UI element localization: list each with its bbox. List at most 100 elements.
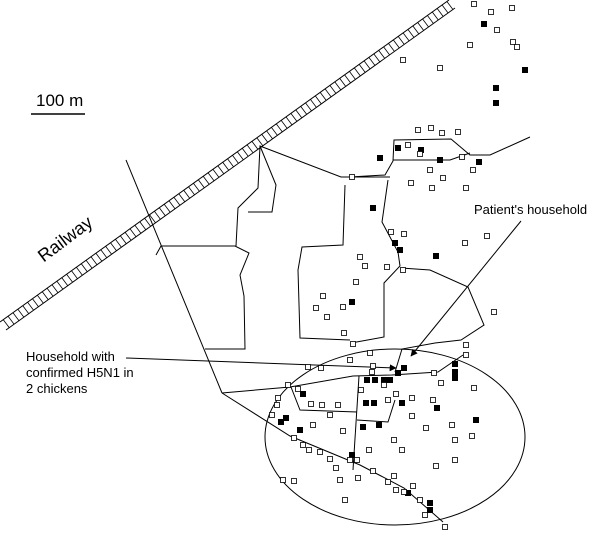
- field-line-1: [235, 145, 390, 247]
- household-marker-filled: [452, 375, 458, 381]
- household-marker-open: [452, 457, 458, 463]
- household-marker-open: [391, 473, 397, 479]
- household-marker-open: [440, 175, 446, 181]
- household-marker-filled: [349, 452, 355, 458]
- road-main-south: [221, 354, 464, 394]
- household-marker-filled: [418, 147, 424, 153]
- household-marker-open: [342, 497, 348, 503]
- household-marker-open: [306, 447, 312, 453]
- household-marker-open: [366, 447, 372, 453]
- household-marker-open: [353, 279, 359, 285]
- west-boundary: [155, 245, 250, 350]
- road-n2: [393, 152, 471, 161]
- household-marker-open: [320, 293, 326, 299]
- household-marker-open: [337, 477, 343, 483]
- household-marker-open: [433, 463, 439, 469]
- household-marker-open: [452, 437, 458, 443]
- household-marker-open: [415, 127, 421, 133]
- household-marker-filled: [452, 361, 458, 367]
- household-marker-filled: [387, 377, 393, 383]
- household-marker-open: [381, 382, 387, 388]
- household-marker-open: [393, 391, 399, 397]
- household-marker-open: [327, 412, 333, 418]
- household-marker-open: [459, 154, 465, 160]
- household-marker-open: [417, 497, 423, 503]
- household-marker-filled: [522, 67, 528, 73]
- road-link-2: [356, 399, 396, 423]
- household-marker-open: [362, 263, 368, 269]
- household-marker-open: [370, 363, 376, 369]
- household-marker-open: [340, 428, 346, 434]
- railway-track: [0, 0, 456, 331]
- household-marker-open: [455, 129, 461, 135]
- h5n1-household-arrow: [125, 357, 397, 372]
- household-marker-filled: [481, 21, 487, 27]
- household-marker-filled: [437, 157, 443, 163]
- household-marker-open: [367, 350, 373, 356]
- household-marker-open: [313, 305, 319, 311]
- household-marker-open: [409, 413, 415, 419]
- household-marker-filled: [493, 85, 499, 91]
- outbreak-zone-circle: [264, 348, 526, 526]
- household-marker-open: [357, 254, 363, 260]
- household-marker-open: [370, 468, 376, 474]
- household-marker-open: [369, 369, 375, 375]
- household-marker-filled: [399, 400, 405, 406]
- household-marker-open: [385, 397, 391, 403]
- household-marker-open: [358, 387, 364, 393]
- household-marker-open: [438, 380, 444, 386]
- household-marker-open: [409, 395, 415, 401]
- household-marker-filled: [371, 400, 377, 406]
- household-marker-open: [405, 142, 411, 148]
- household-marker-open: [491, 309, 497, 315]
- household-marker-open: [471, 385, 477, 391]
- household-marker-open: [308, 401, 314, 407]
- household-marker-filled: [364, 377, 370, 383]
- household-marker-open: [310, 422, 316, 428]
- household-marker-filled: [297, 427, 303, 433]
- household-marker-open: [430, 397, 436, 403]
- household-marker-open: [324, 314, 330, 320]
- household-marker-open: [514, 44, 520, 50]
- road-east: [394, 267, 485, 373]
- household-marker-filled: [360, 424, 366, 430]
- household-marker-open: [408, 180, 414, 186]
- household-marker-open: [442, 524, 448, 530]
- household-marker-filled: [433, 253, 439, 259]
- household-marker-open: [417, 151, 423, 157]
- household-marker-open: [400, 267, 406, 273]
- household-marker-filled: [395, 145, 401, 151]
- household-marker-open: [467, 42, 473, 48]
- household-marker-open: [428, 125, 434, 131]
- household-marker-filled: [370, 205, 376, 211]
- household-marker-open: [391, 437, 397, 443]
- household-marker-filled: [395, 370, 401, 376]
- household-marker-filled: [363, 400, 369, 406]
- household-marker-open: [439, 130, 445, 136]
- household-marker-open: [463, 185, 469, 191]
- household-marker-open: [462, 240, 468, 246]
- household-marker-filled: [476, 159, 482, 165]
- household-marker-open: [340, 304, 346, 310]
- household-marker-open: [347, 457, 353, 463]
- household-marker-open: [410, 483, 416, 489]
- household-marker-filled: [349, 299, 355, 305]
- household-marker-open: [431, 370, 437, 376]
- household-marker-open: [423, 425, 429, 431]
- household-marker-open: [488, 9, 494, 15]
- h5n1-label-line-1: Household with: [26, 349, 115, 364]
- household-marker-open: [509, 5, 515, 11]
- road-north: [349, 136, 531, 178]
- household-marker-open: [275, 395, 281, 401]
- household-marker-open: [291, 435, 297, 441]
- household-marker-open: [471, 1, 477, 7]
- household-marker-open: [469, 433, 475, 439]
- household-marker-open: [494, 27, 500, 33]
- household-marker-open: [437, 65, 443, 71]
- household-marker-open: [429, 185, 435, 191]
- household-marker-open: [300, 442, 306, 448]
- household-marker-filled: [434, 405, 440, 411]
- household-marker-open: [327, 456, 333, 462]
- household-marker-open: [510, 39, 516, 45]
